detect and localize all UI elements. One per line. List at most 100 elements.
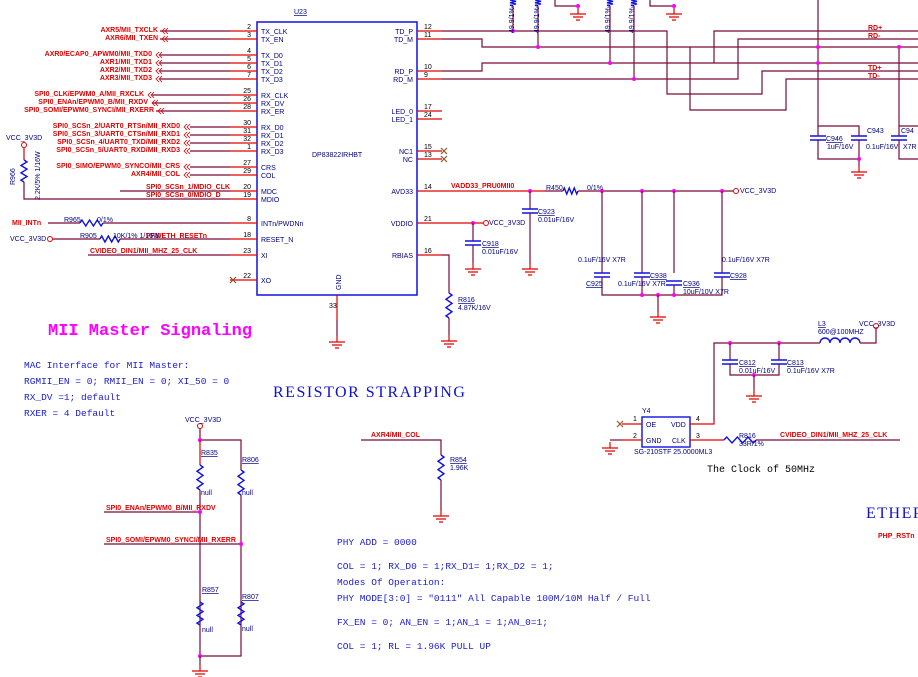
net-label: CVIDEO_DIN1/MII_MHZ_25_CLK (90, 248, 197, 255)
pin-number: 12 (424, 24, 432, 31)
c936-ref: C936 (683, 281, 700, 288)
ground-icon (602, 442, 618, 455)
capacitor-icon (465, 240, 481, 246)
wire (690, 420, 715, 425)
pin-number: 6 (247, 64, 251, 71)
pin-name: COL (261, 173, 276, 180)
pin-name: TX_D1 (261, 61, 283, 68)
r857-value: null (202, 627, 213, 634)
pin-number: 25 (243, 88, 251, 95)
junction-dot (536, 45, 540, 49)
r816-rbias-ref: R816 (458, 297, 475, 304)
resistor-icon (444, 292, 454, 319)
net-label: SPI0_ENAn/EPWM0_B/MII_RXDV (38, 99, 148, 106)
y4-pin-gnd: GND (646, 438, 662, 445)
ether-title: ETHER (866, 505, 918, 522)
pin-name: RX_ER (261, 109, 284, 116)
offpage-connector-icon (151, 99, 159, 107)
net-label: AXR2/MII_TXD2 (100, 67, 152, 74)
r835-ref: R835 (201, 450, 218, 457)
ground-icon (465, 263, 481, 276)
junction-dot (576, 4, 580, 8)
y4-pin-oe: OE (646, 422, 656, 429)
c813-value: 0.1uF/16V X7R (787, 368, 835, 375)
pin-name: TD_P (395, 29, 413, 36)
net-td-minus: TD- (868, 73, 880, 80)
power-port-icon (733, 188, 739, 194)
c918-value: 0.01uF/16V (482, 249, 519, 256)
net-label: PFWETH_RESETn (146, 233, 207, 240)
pin-name: MDC (261, 189, 277, 196)
r905-ref: R905 (80, 233, 97, 240)
pin-name: TX_D0 (261, 53, 283, 60)
r966-ref: R966 (10, 168, 17, 185)
r905-value: 10K/1% 1/16W (113, 233, 160, 240)
resistor-icon (436, 454, 446, 481)
c925-ref: C925 (586, 281, 603, 288)
offpage-connector-icon (155, 59, 163, 67)
r854-ref: R854 (450, 457, 467, 464)
c813-ref: C813 (787, 360, 804, 367)
net-clk-out: CVIDEO_DIN1/MII_MHZ_25_CLK (780, 432, 887, 439)
pin-number: 22 (243, 273, 251, 280)
pin-name: RX_CLK (261, 93, 289, 100)
pin-name: MDIO (261, 197, 280, 204)
net-label: MII_INTn (12, 220, 41, 227)
junction-dot (198, 510, 202, 514)
pin-name: RESET_N (261, 237, 293, 244)
capacitor-icon (714, 272, 730, 278)
pin-name: RX_D0 (261, 125, 284, 132)
y4-pin-vdd: VDD (671, 422, 686, 429)
ground-icon (192, 665, 208, 677)
wire (442, 30, 918, 72)
no-connect-icon (440, 147, 448, 155)
resistor-icon (195, 464, 205, 491)
capacitor-icon (522, 208, 538, 214)
c946-value: 1uF/16V (827, 144, 854, 151)
pin-number: 16 (424, 248, 432, 255)
wire (361, 439, 442, 455)
pin-name: XI (261, 253, 268, 260)
capacitor-icon (722, 359, 738, 365)
junction-dot (632, 77, 636, 81)
y4-pin-num: 3 (696, 433, 700, 440)
net-label: SPI0_SCSn_1/MDIO_CLK (146, 184, 230, 191)
resistor-strapping-title: RESISTOR STRAPPING (273, 384, 466, 401)
resistor-icon (562, 186, 579, 196)
vcc-label-strap: VCC_3V3D (185, 417, 221, 424)
net-label: AXR3/MII_TXD3 (100, 75, 152, 82)
r450-value: 0/1% (587, 185, 603, 192)
r966-value: 2.2K/5% 1/16W (35, 151, 42, 200)
c925-value: 0.1uF/16V X7R (578, 257, 626, 264)
ground-icon (329, 336, 345, 349)
pin-number: 26 (243, 96, 251, 103)
pin-number: 32 (243, 136, 251, 143)
pin-name: RX_DV (261, 101, 285, 108)
pin-name: RD_M (393, 77, 413, 84)
c812-value: 0.01uF/16V (739, 368, 776, 375)
pin-number: 29 (243, 168, 251, 175)
offpage-connector-icon (161, 35, 169, 43)
y4-pin-num: 4 (696, 416, 700, 423)
pin-name: TX_D3 (261, 77, 283, 84)
net-label: AXR0/ECAP0_APWM0/MII_TXD0 (45, 51, 152, 58)
r816-clk-ref: R816 (739, 433, 756, 440)
net-rxdv-strap: SPI0_ENAn/EPWM0_B/MII_RXDV (106, 505, 216, 512)
resistor-icon (509, 0, 517, 7)
resistor-icon (19, 159, 29, 183)
junction-dot (511, 29, 515, 33)
pin-name: RX_D1 (261, 133, 284, 140)
term-resistor-value: 49.9/1% (534, 7, 541, 33)
capacitor-icon (810, 135, 826, 141)
c938-value: 0.1uF/16V X7R (618, 281, 666, 288)
vcc-label-vddio: VCC_3V3D (489, 220, 525, 227)
r450-ref: R450 (546, 185, 563, 192)
c938-ref: C938 (650, 273, 667, 280)
net-label: AXR1/MII_TXD1 (100, 59, 152, 66)
mii-title: MII Master Signaling (48, 322, 252, 341)
net-label: SPI0_SIMO/EPWM0_SYNCO/MII_CRS (56, 163, 180, 170)
resistor-icon (79, 218, 104, 228)
junction-dot (640, 293, 644, 297)
pin-number: 5 (247, 56, 251, 63)
